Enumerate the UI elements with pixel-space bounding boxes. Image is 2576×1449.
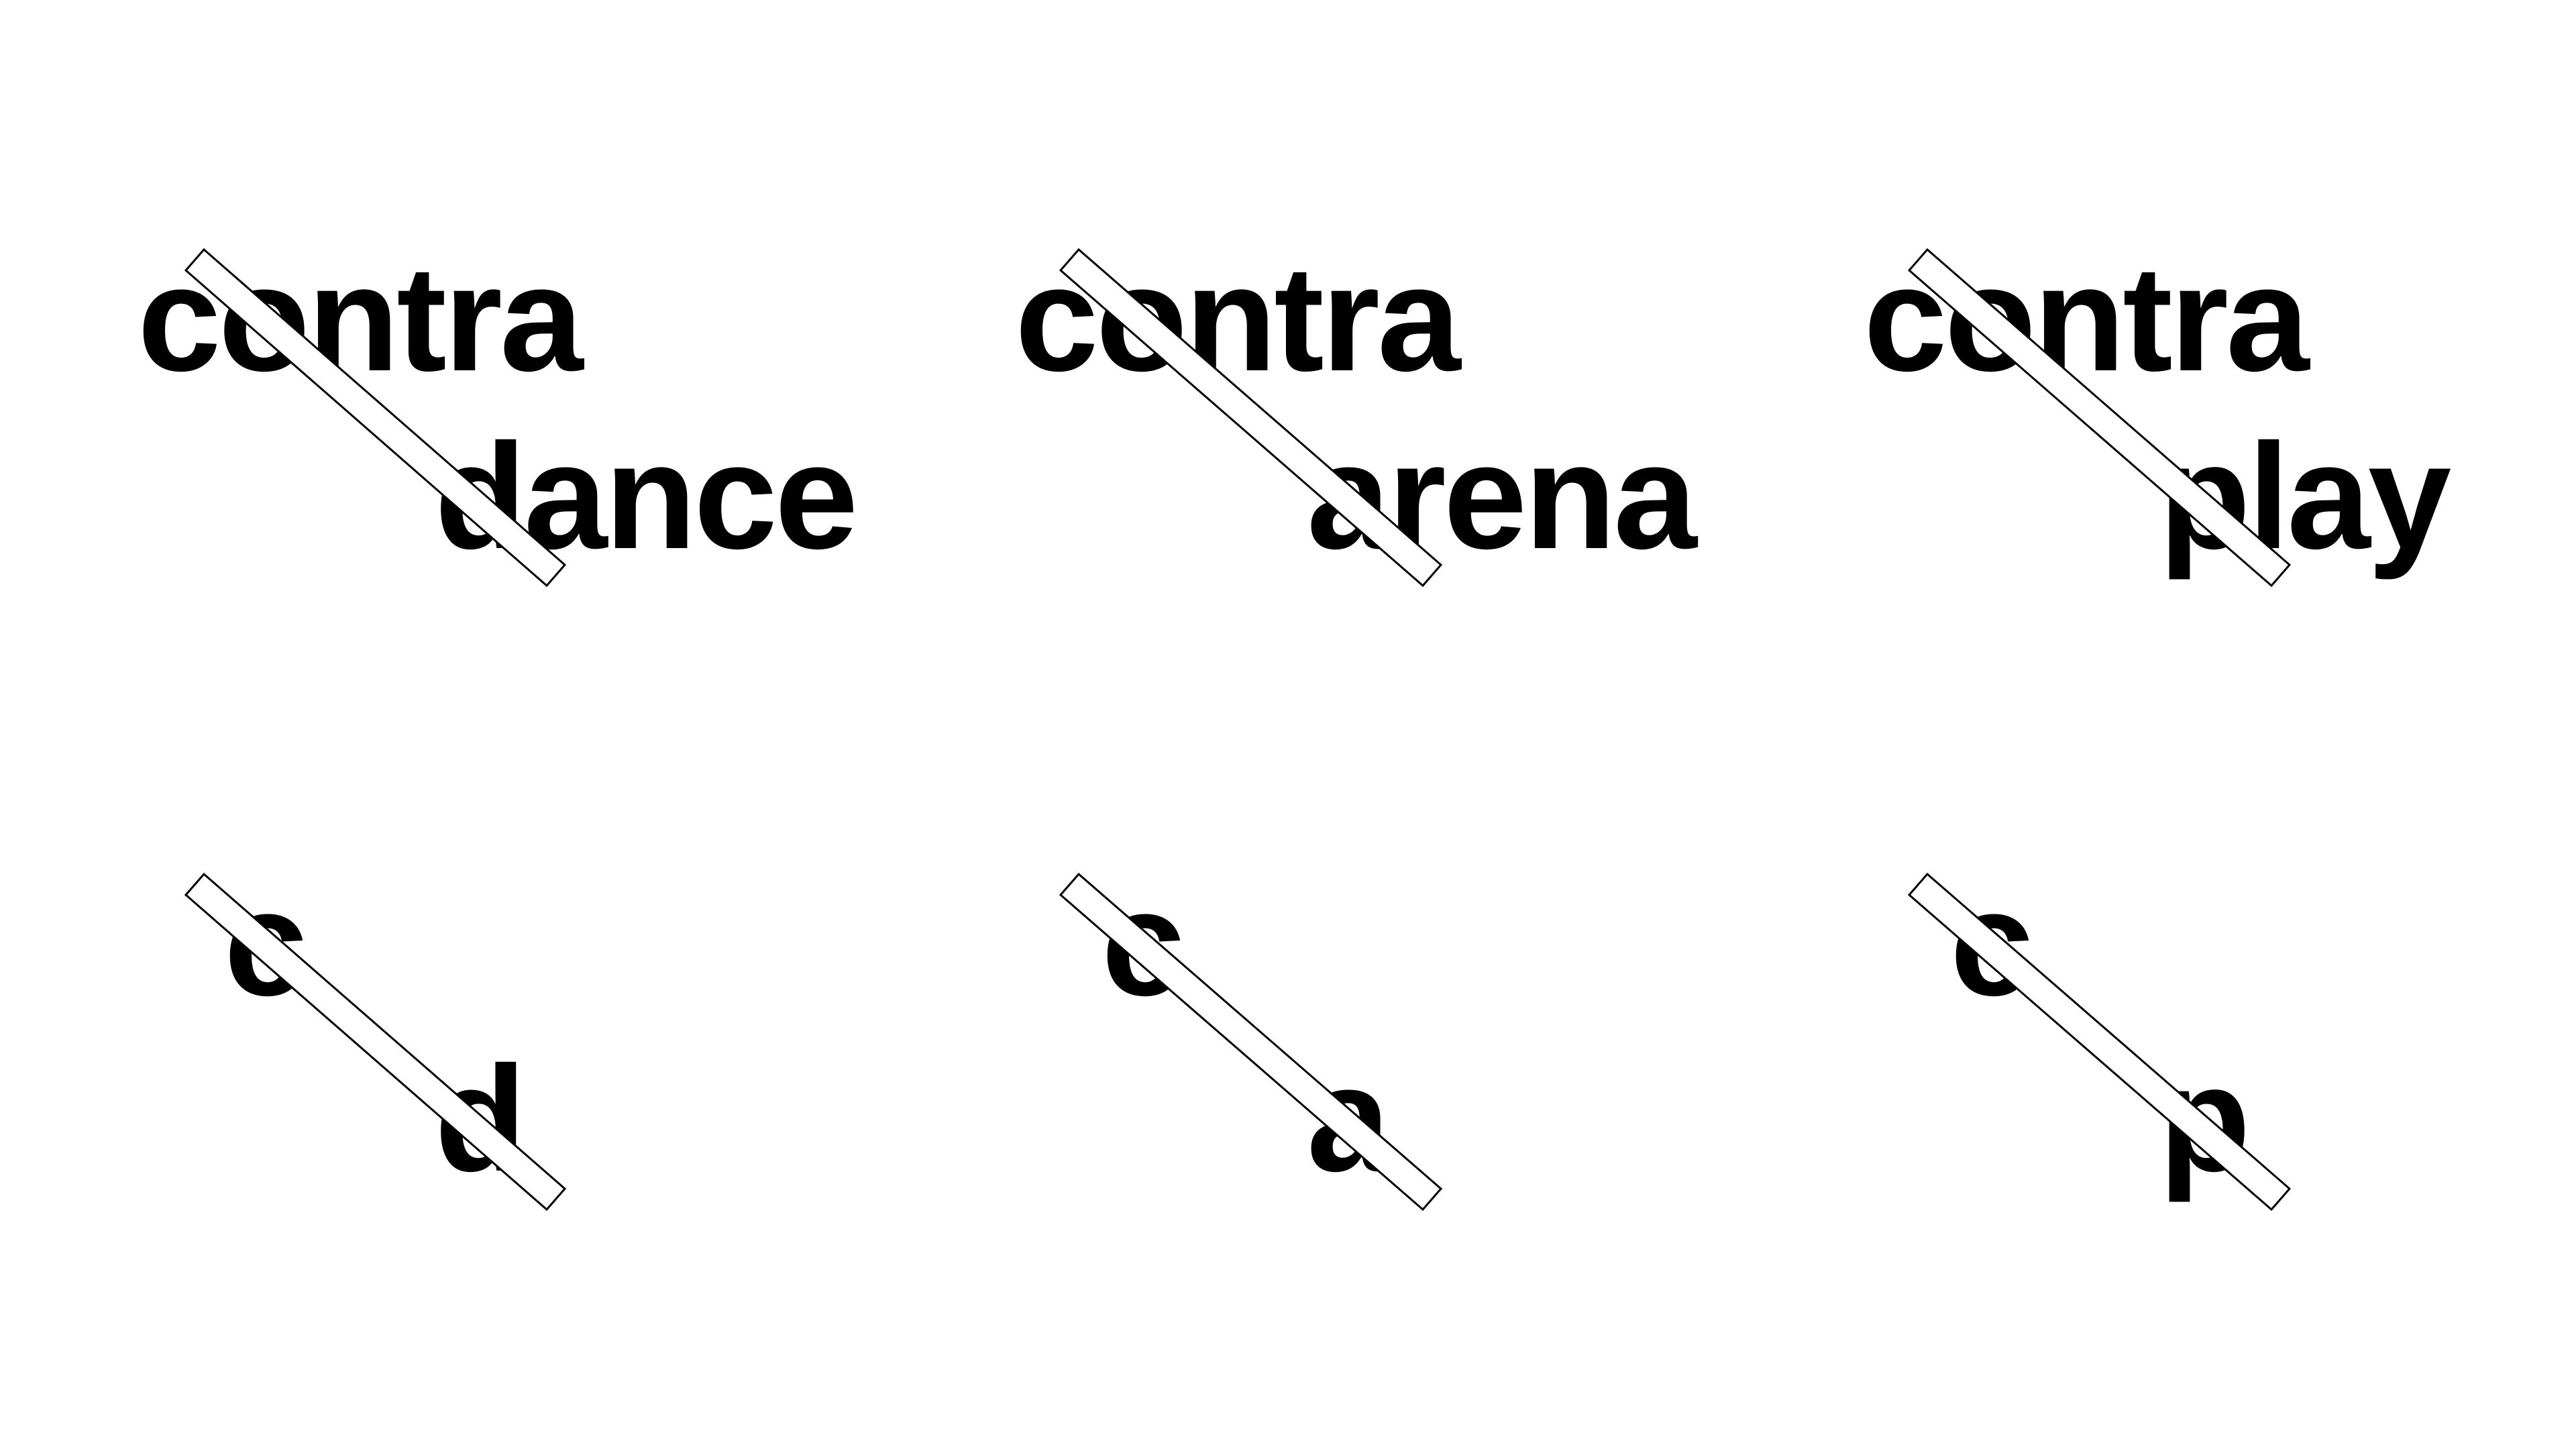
occluding-bar — [1059, 248, 1443, 588]
panel-5: c a — [1059, 859, 1443, 1212]
panel-3: contra play — [1864, 235, 2454, 588]
panel-6: c p — [1907, 859, 2292, 1212]
bottom-word: arena — [1307, 413, 1698, 580]
occluding-bar — [184, 248, 567, 588]
bottom-word: dance — [435, 413, 855, 580]
occluding-bar — [1907, 248, 2292, 588]
occluding-bar — [1059, 872, 1443, 1212]
panel-2: contra arena — [1015, 235, 1701, 588]
occluding-bar — [1907, 872, 2292, 1212]
panel-1: contra dance — [138, 235, 858, 588]
occluding-bar — [184, 872, 567, 1212]
panel-4: c d — [184, 859, 567, 1212]
